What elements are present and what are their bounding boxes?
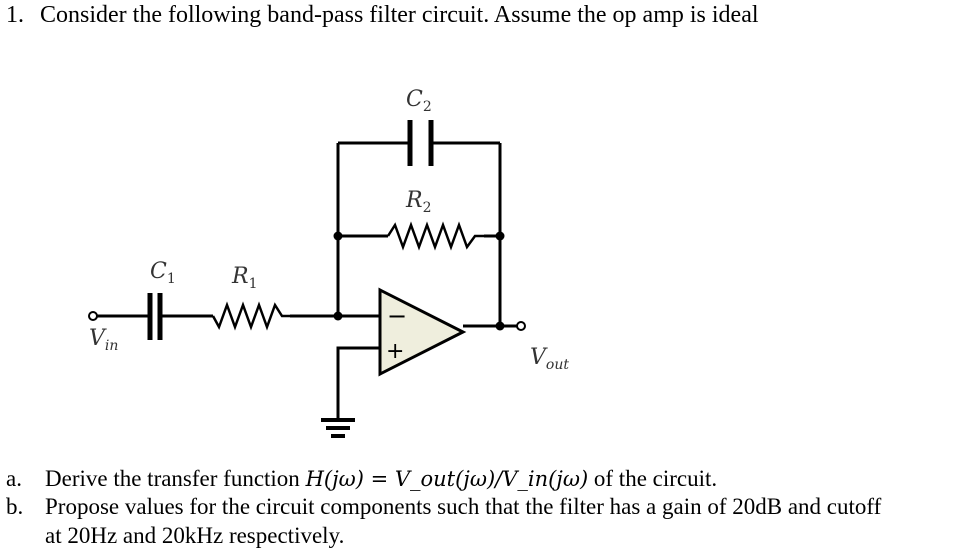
part-b-line1: Propose values for the circuit component… (45, 494, 882, 519)
label-c1: C1 (150, 259, 176, 287)
junction-dot (495, 321, 505, 331)
r2-resistor (386, 221, 484, 251)
label-vout: Vout (530, 345, 569, 373)
wire-c2-branch (336, 141, 502, 326)
opamp-noninverting-sign: + (386, 339, 404, 364)
junction-dot (333, 311, 343, 321)
part-b-line2: at 20Hz and 20kHz respectively. (45, 523, 345, 548)
opamp-triangle (378, 287, 467, 377)
label-c2: C2 (406, 87, 432, 115)
question-line: 1. Consider the following band-pass filte… (6, 2, 759, 29)
question-number: 1. (6, 2, 24, 28)
circuit-diagram: − + C2 R2 C1 R1 Vin Vout (88, 87, 569, 438)
label-r2: R2 (405, 188, 432, 216)
vout-terminal (516, 321, 526, 331)
wire-ground (336, 346, 380, 420)
junction-dot (495, 231, 505, 241)
label-vin: Vin (89, 326, 118, 354)
part-a-letter: a. (6, 466, 22, 491)
part-b-letter: b. (6, 494, 24, 519)
r1-resistor (211, 301, 290, 331)
junction-dot (333, 231, 343, 241)
vin-terminal (88, 311, 98, 321)
opamp-inverting-sign: − (387, 302, 407, 330)
ground-icon (321, 418, 355, 438)
question-text: Consider the following band-pass filter … (40, 2, 759, 28)
part-a-text: Derive the transfer function H(jω) = V_o… (45, 466, 718, 491)
transfer-function-math: H(jω) = V_out(jω)/V_in(jω) (305, 467, 589, 491)
label-r1: R1 (231, 264, 258, 292)
